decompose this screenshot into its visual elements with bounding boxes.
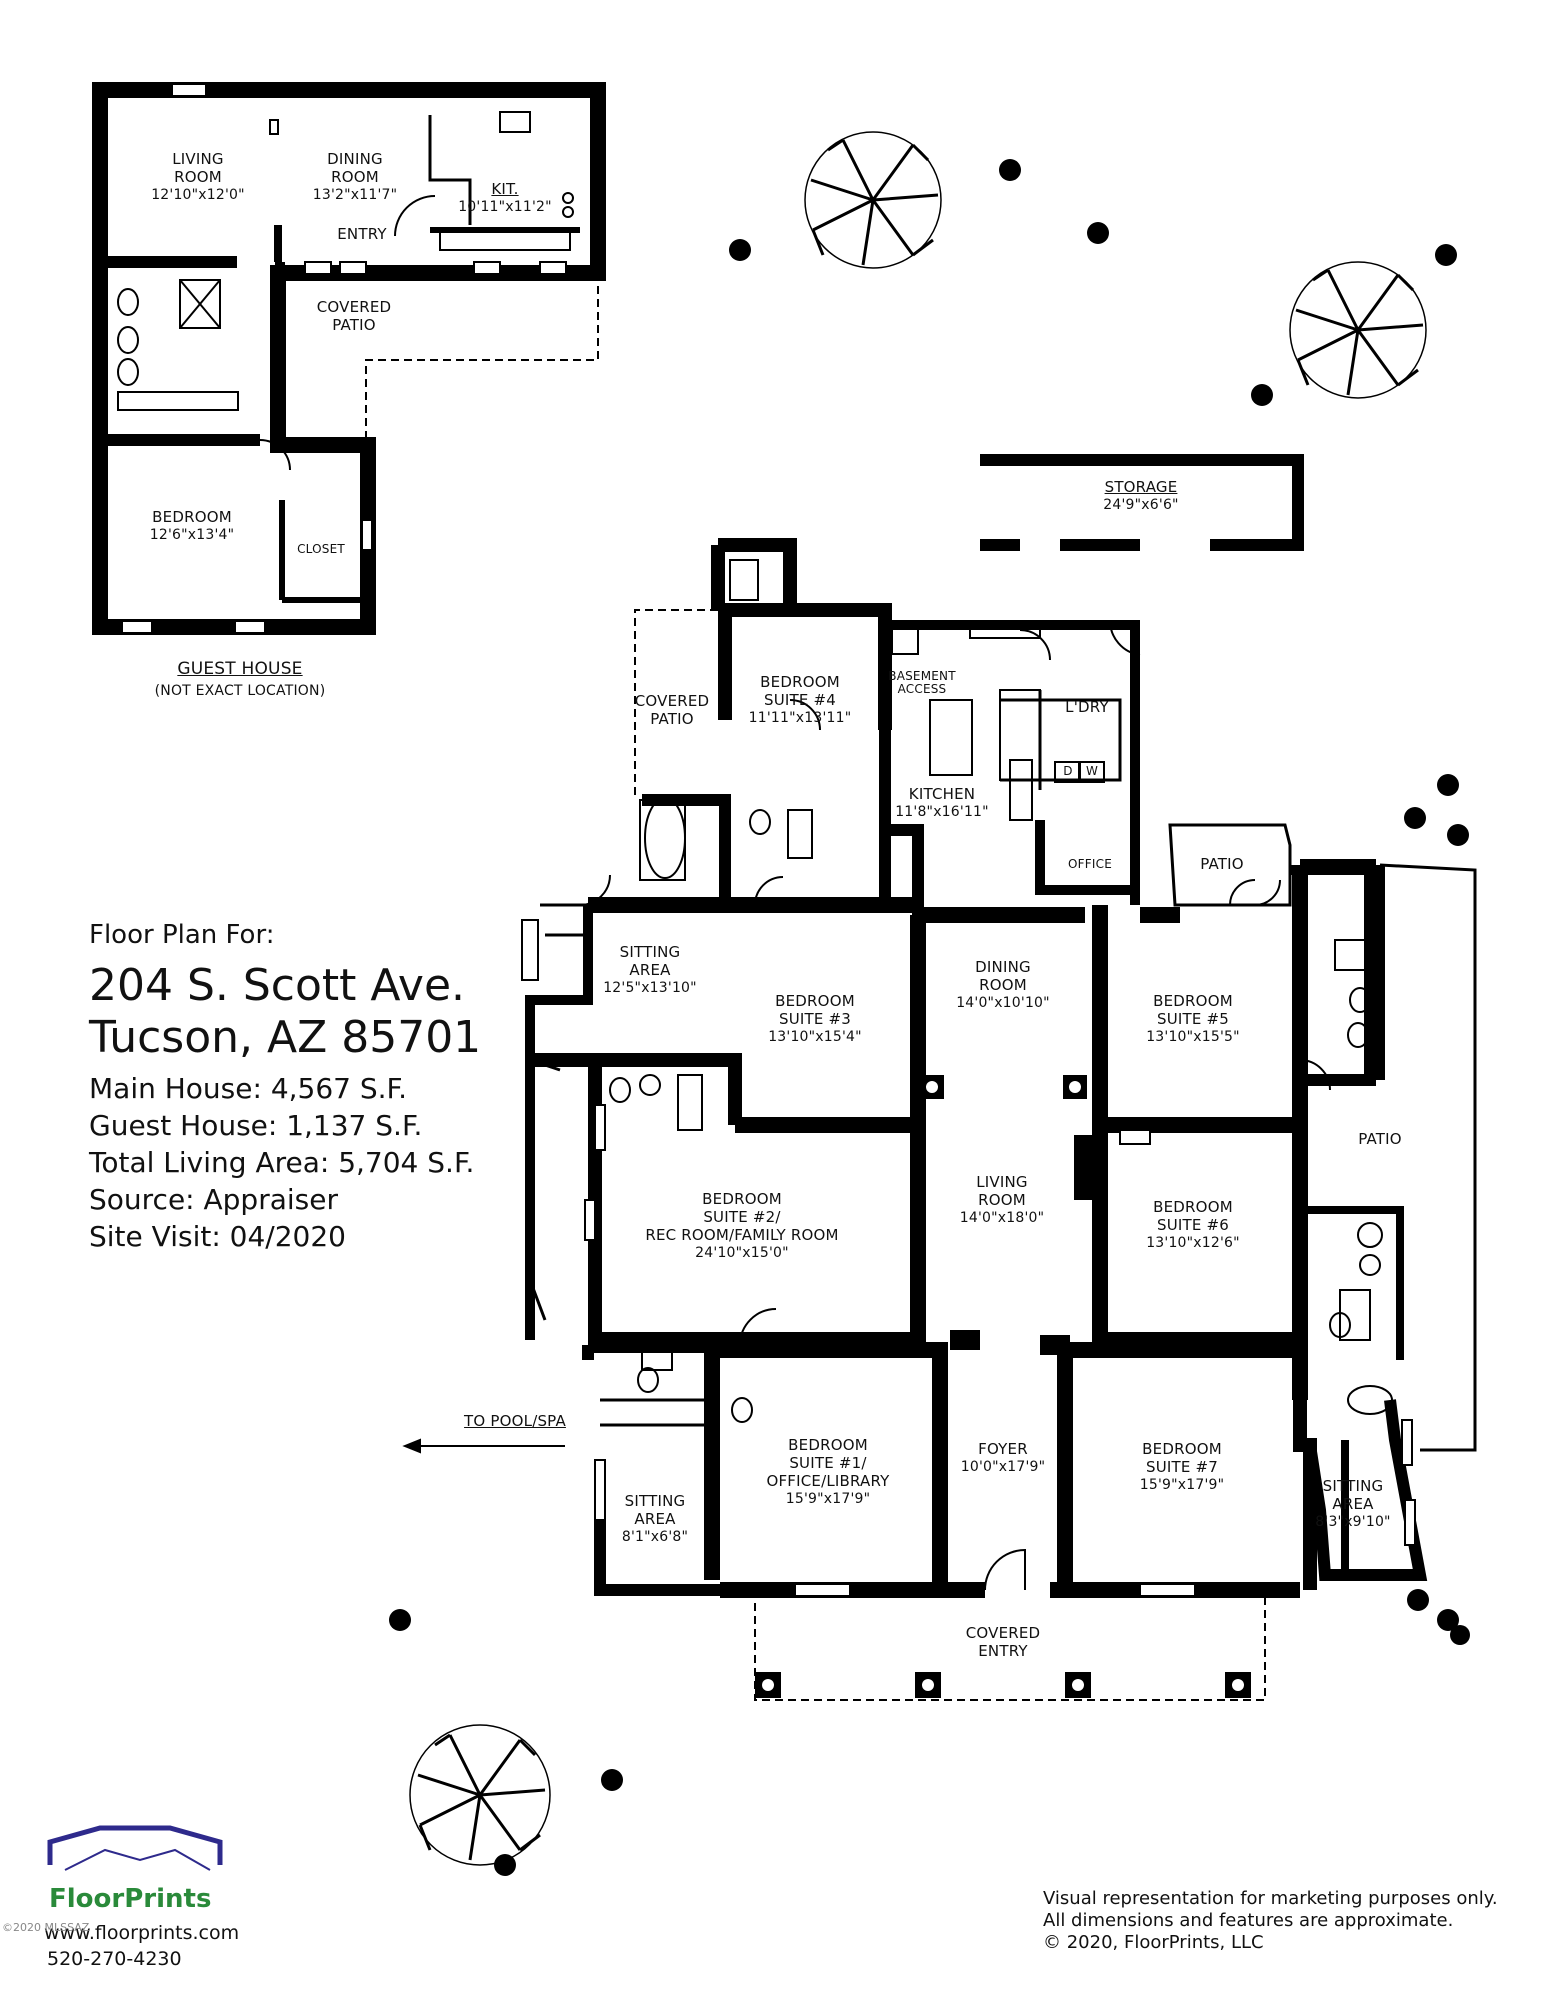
floor-plan-for-label: Floor Plan For:	[89, 920, 275, 950]
disclaimer-line-3: © 2020, FloorPrints, LLC	[1043, 1932, 1264, 1953]
patio-top-label: PATIO	[1200, 855, 1244, 873]
guest-patio-outline	[365, 273, 599, 480]
guest-house-area: Guest House: 1,137 S.F.	[89, 1109, 423, 1142]
watermark: ©2020 MLSSAZ	[2, 1921, 90, 1934]
brand-name: FloorPrints	[49, 1884, 212, 1914]
disclaimer-line-2: All dimensions and features are approxim…	[1043, 1910, 1454, 1931]
source-info: Source: Appraiser	[89, 1183, 338, 1216]
address-line-2: Tucson, AZ 85701	[89, 1012, 482, 1063]
covered-entry-columns	[755, 1672, 1251, 1698]
covered-entry-label: COVERED ENTRY	[965, 1624, 1041, 1660]
dryer-label: D	[1063, 764, 1073, 778]
fireplace-and-columns	[920, 1075, 1096, 1355]
main-house-fixtures	[609, 559, 1393, 1423]
property-info: Floor Plan For: 204 S. Scott Ave. Tucson…	[89, 920, 481, 1255]
laundry-label: L'DRY	[1065, 698, 1109, 716]
office-label: OFFICE	[1068, 857, 1112, 871]
guest-covered-patio-label: COVERED PATIO	[316, 298, 392, 334]
covered-patio-label: COVERED PATIO	[634, 692, 710, 728]
main-house-doors	[579, 619, 1331, 1591]
guest-house-fixtures	[117, 111, 574, 471]
total-living-area: Total Living Area: 5,704 S.F.	[89, 1146, 475, 1179]
guest-closet-label: CLOSET	[297, 542, 345, 556]
landscape-trees	[409, 131, 1427, 1866]
main-house-windows	[521, 919, 1416, 1597]
guest-entry-label: ENTRY	[337, 225, 387, 243]
patio-right-label: PATIO	[1358, 1130, 1402, 1148]
floorprints-logo-icon	[47, 1825, 223, 1871]
main-house-walls	[525, 538, 1428, 1598]
disclaimer: Visual representation for marketing purp…	[1043, 1888, 1498, 1954]
site-visit-date: Site Visit: 04/2020	[89, 1220, 346, 1253]
main-house-area: Main House: 4,567 S.F.	[89, 1072, 408, 1105]
disclaimer-line-1: Visual representation for marketing purp…	[1043, 1888, 1498, 1909]
guest-house-title: GUEST HOUSE(NOT EXACT LOCATION)	[154, 659, 326, 699]
covered-patio-outline	[634, 609, 1266, 1701]
washer-label: W	[1085, 764, 1099, 778]
to-pool-arrow	[402, 1438, 565, 1454]
guest-kitchen-label: KIT.10'11"x11'2"	[458, 180, 552, 215]
main-house-thin-walls	[528, 690, 1477, 1452]
guest-house-windows	[121, 83, 567, 634]
landscape-shrubs	[389, 159, 1470, 1876]
address-line-1: 204 S. Scott Ave.	[89, 960, 466, 1011]
basement-access-label: BASEMENT ACCESS	[888, 669, 956, 696]
to-pool-spa-label: TO POOL/SPA	[464, 1412, 566, 1430]
website-link[interactable]: www.floorprints.com	[44, 1922, 240, 1944]
phone-number: 520-270-4230	[47, 1948, 182, 1970]
storage-walls	[980, 454, 1304, 551]
